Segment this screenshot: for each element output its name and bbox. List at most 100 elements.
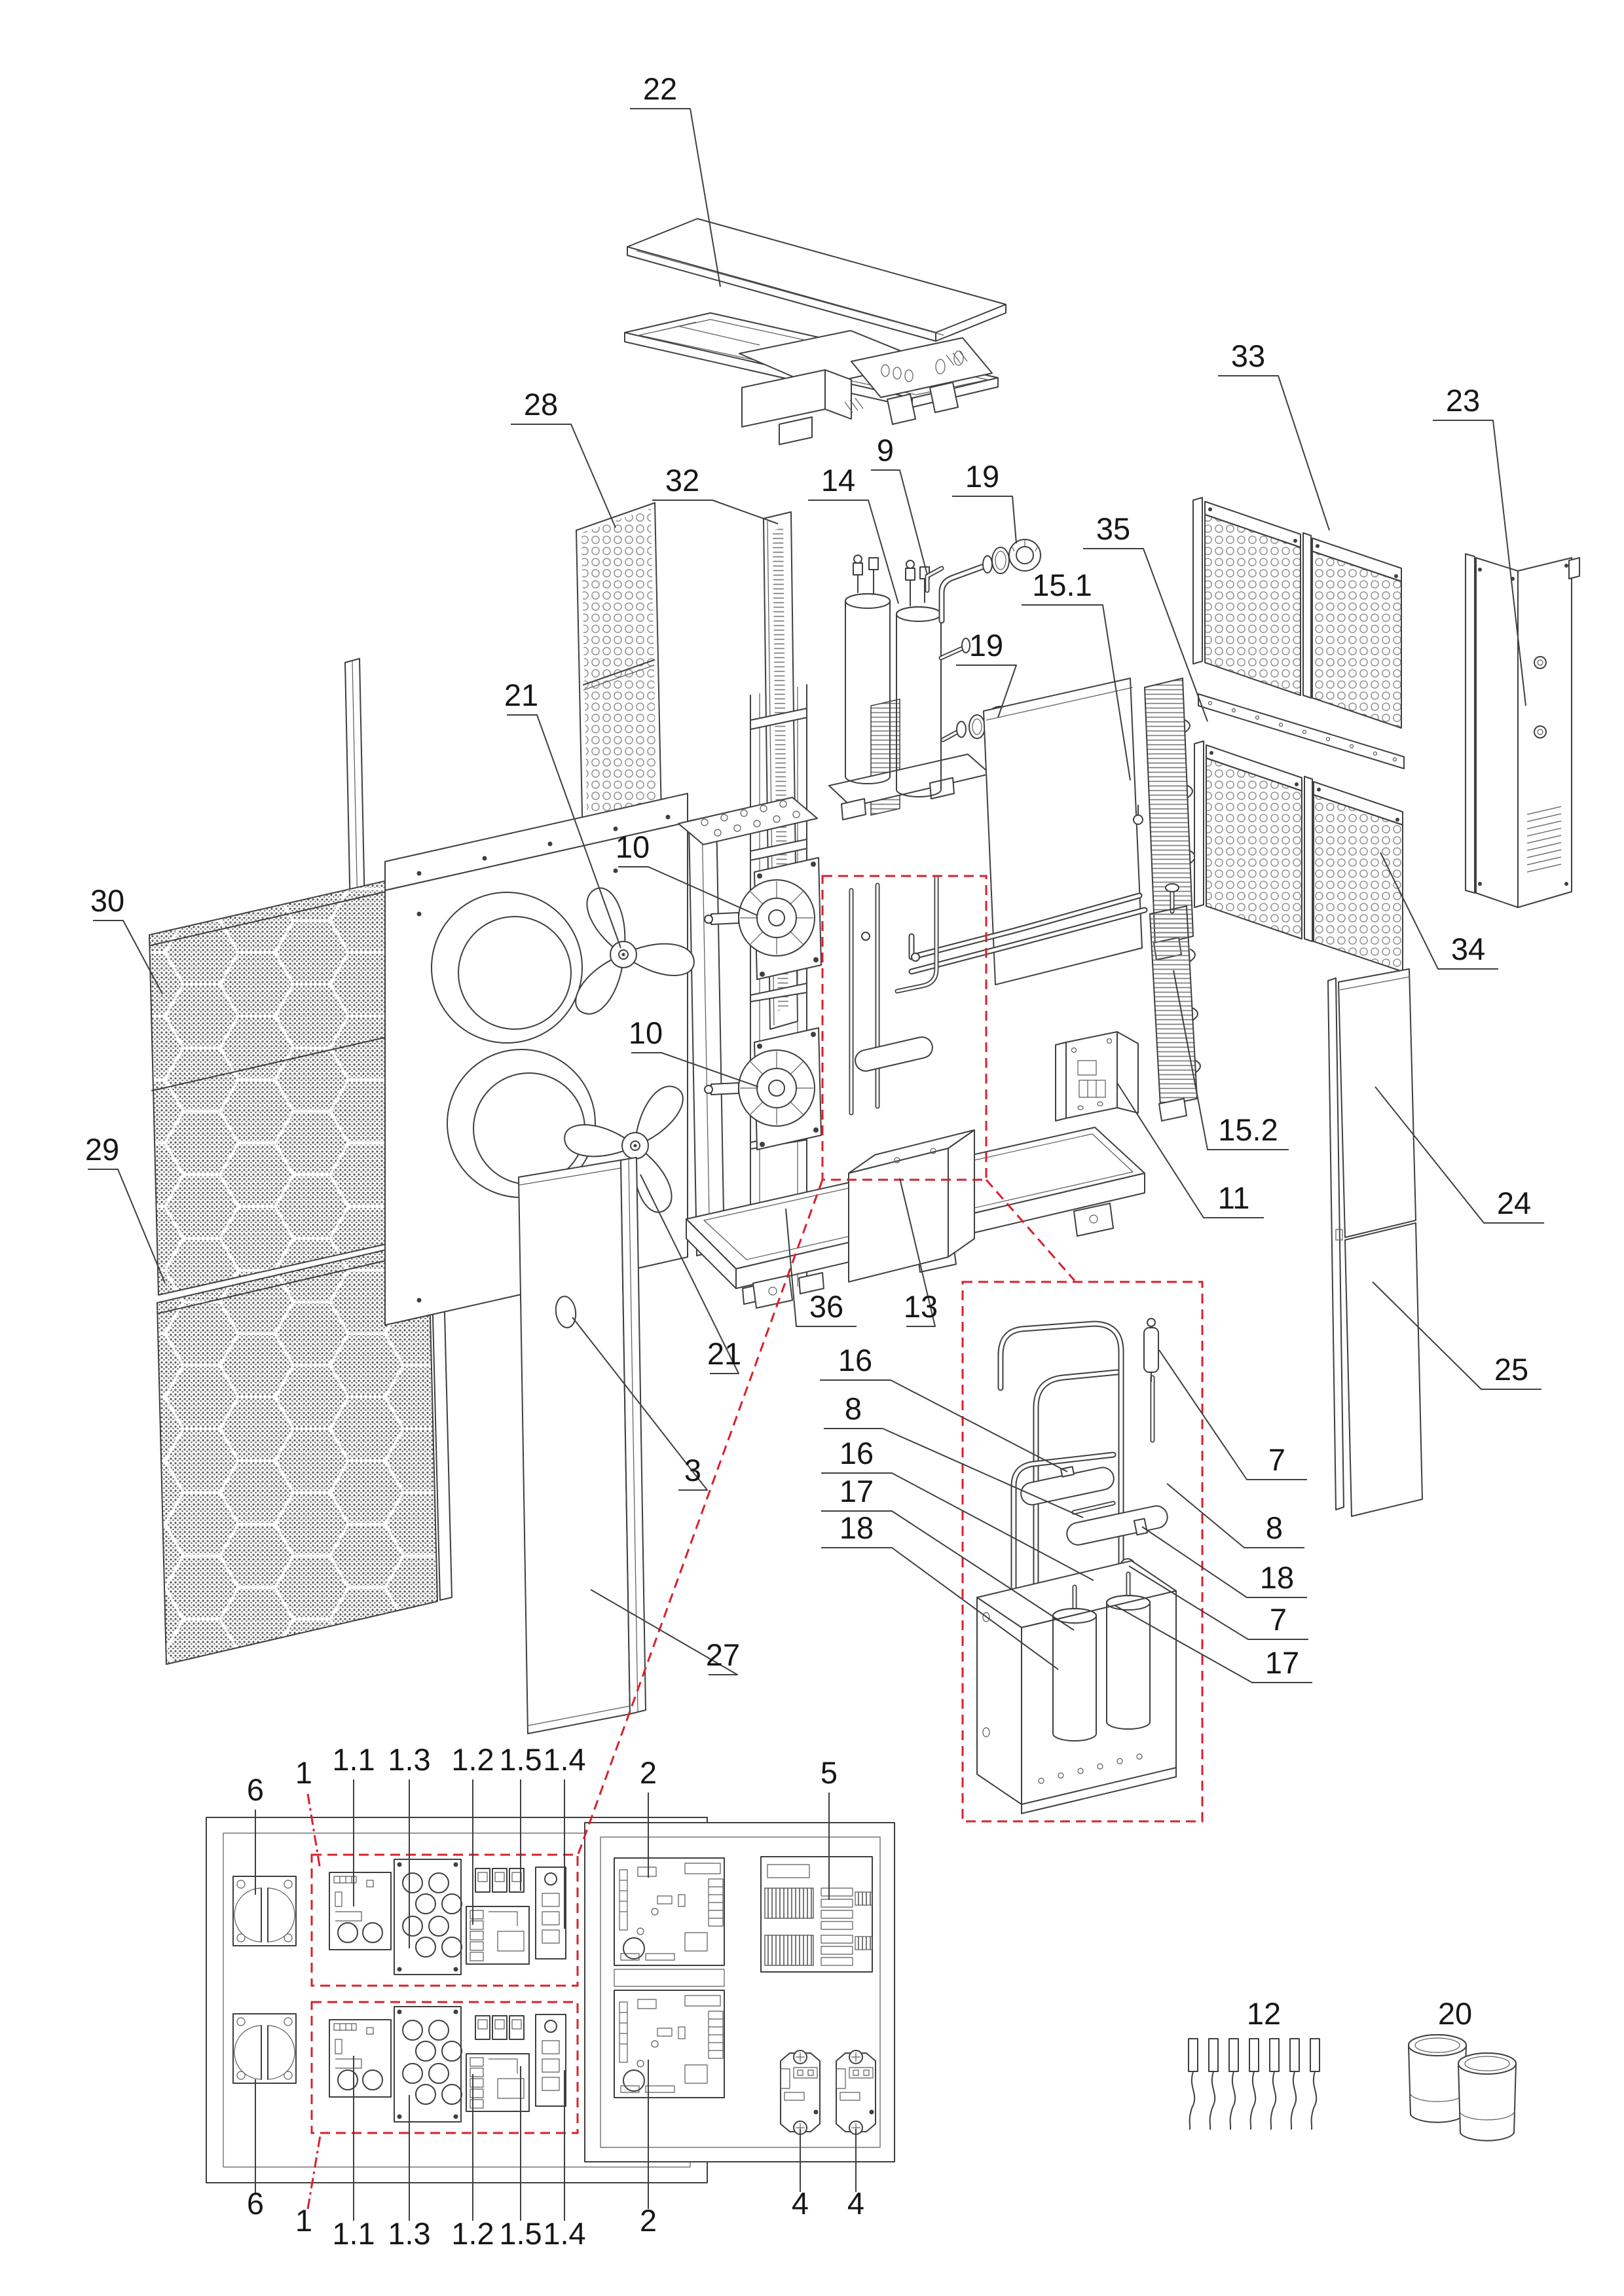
part-label-7b: 7 [1270,1602,1287,1637]
part-label-16b: 16 [840,1436,874,1470]
part-label-1_5a: 1.5 [499,1742,542,1777]
electrical-panel-right [584,1822,895,2162]
compressor-module-detail [976,1318,1177,1814]
part-label-27: 27 [706,1637,740,1672]
leader-line-35 [1083,548,1208,722]
control-module-box-upper [310,1853,579,1987]
part-label-18b: 18 [1260,1560,1294,1595]
leader-line-9 [871,469,928,575]
part-label-10b: 10 [629,1015,663,1050]
part-label-2a: 2 [640,1755,657,1790]
part-label-6b: 6 [247,2186,264,2221]
part-label-21a: 21 [504,678,538,712]
leader-line-15_2 [1173,970,1289,1150]
transformer-6-lower [232,2013,297,2084]
part-label-12: 12 [1247,1996,1281,2031]
temperature-sensor-set [1188,2038,1320,2130]
main-circuit-piping [849,875,939,1116]
enclosure-vents [1038,1753,1143,1784]
side-mesh-guard-28 [576,502,662,845]
part-label-14: 14 [821,463,855,498]
part-label-8a: 8 [845,1391,862,1426]
leader-line-10a [618,866,758,916]
leader-line-36 [785,1208,857,1327]
vent-slots [1526,806,1562,873]
part-label-9: 9 [877,433,894,467]
detail-connector-1 [985,1179,1076,1281]
leader-line-22 [630,108,721,287]
part-label-1_5b: 1.5 [499,2216,542,2251]
driver-board-5 [760,1856,873,1973]
trim-bar-35 [1198,693,1405,769]
pipe-union-19-upper [991,539,1041,574]
filter-drier-7 [1143,1318,1159,1382]
connector-strip-1-4 [535,1867,566,1959]
capacitor-board-1-3 [394,1859,462,1975]
corner-panel-23 [1465,553,1580,908]
control-module-box-lower [310,2001,579,2134]
part-label-34: 34 [1451,932,1485,966]
leader-line-1a [306,1793,322,1870]
part-label-1_4a: 1.4 [543,1742,585,1777]
main-circuit-box [821,875,987,1181]
part-label-1_2a: 1.2 [451,1742,494,1777]
controller-pcb-2-lower [614,1990,725,2098]
service-door-panel [518,1157,646,1734]
leader-line-28 [511,424,616,528]
part-label-18a: 18 [840,1510,874,1545]
part-label-30: 30 [90,883,124,918]
compressor-box-13 [848,1129,975,1283]
leader-line-23 [1433,420,1526,706]
part-label-6a: 6 [247,1772,264,1807]
top-lid-panel [627,218,1006,342]
part-label-15_2: 15.2 [1218,1112,1278,1147]
part-label-1_1b: 1.1 [332,2216,375,2251]
shelf-perforations [701,800,800,837]
terminal-strip-1-5 [475,1868,525,1893]
honeycomb-filter-29 [157,1235,452,1665]
leader-line-29 [88,1169,166,1284]
detail-circuit-box [961,1281,1204,1823]
part-label-35: 35 [1096,511,1130,546]
leader-line-10b [631,1052,759,1087]
refrigerant-cross-pipes [908,892,1148,975]
part-label-19b: 19 [969,628,1003,663]
leader-line-18a [821,1547,1059,1670]
part-label-13: 13 [904,1289,938,1324]
part-label-11: 11 [1218,1180,1250,1215]
part-label-1_3b: 1.3 [388,2216,430,2251]
part-label-1_2b: 1.2 [451,2216,494,2251]
rubber-coupling-pair [1408,2034,1517,2141]
part-label-5: 5 [821,1755,838,1790]
leader-line-13 [899,1178,936,1327]
part-label-19a: 19 [965,459,999,494]
leader-line-17a [821,1510,1075,1631]
controller-pcb-2-upper [614,1857,725,1966]
contactor-4-right [836,2050,876,2135]
part-label-8b: 8 [1266,1510,1283,1545]
leader-line-34 [1380,852,1498,970]
detail-view-markers [310,875,1204,2134]
part-label-32: 32 [665,463,699,498]
receiver-tanks-group [828,555,993,820]
leader-line-21b [640,1174,739,1374]
mesh-guard-pair-33 [1192,497,1402,729]
leader-line-25 [1372,1281,1541,1390]
contactor-4-left [780,2050,821,2135]
part-label-2b: 2 [640,2203,657,2238]
part-label-10a: 10 [616,829,650,864]
pcb-1-1 [329,1872,392,1950]
part-label-17a: 17 [840,1474,874,1508]
leader-line-8b [1166,1483,1304,1548]
fan-motor-upper [704,857,822,980]
part-label-1b: 1 [295,2203,312,2238]
leader-line-16b [821,1472,1094,1581]
leader-line-27 [590,1589,738,1675]
axial-fan-upper [575,887,695,1015]
part-label-1_4b: 1.4 [543,2216,585,2251]
side-panel-24-25 [1327,968,1423,1517]
part-label-4a: 4 [792,2186,809,2221]
top-fan-deck-tray [624,312,999,445]
